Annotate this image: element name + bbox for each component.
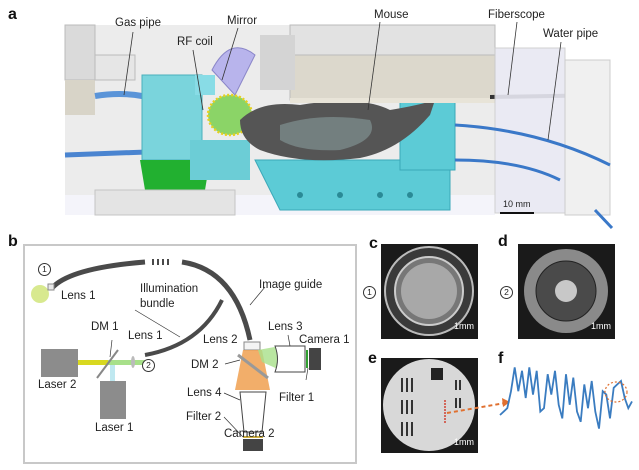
label-camera1: Camera 1 [299, 334, 350, 346]
label-rf-coil: RF coil [177, 36, 213, 48]
label-mirror: Mirror [227, 15, 258, 27]
resolution-target-image: 1mm [381, 358, 478, 453]
left-wall-speckled [65, 80, 95, 115]
mirror-arm [260, 35, 295, 90]
laser-1 [100, 381, 126, 419]
fiberscope-rail [290, 98, 495, 103]
label-dm2: DM 2 [191, 359, 219, 371]
scale-label-a: 10 mm [503, 199, 531, 209]
image-guide-fiber [181, 259, 253, 341]
illumination-spot [31, 285, 49, 303]
fiber-bundle-top [50, 259, 146, 290]
far-right-housing [564, 59, 611, 216]
filter1 [306, 350, 308, 368]
scale-label-d: 1mm [591, 321, 611, 331]
dm1 [96, 349, 119, 379]
intensity-profile-line [499, 367, 633, 429]
label-dm1: DM 1 [91, 321, 119, 333]
scale-label-e: 1mm [454, 437, 474, 447]
panel-letter-f: f [498, 350, 504, 367]
label-fiberscope: Fiberscope [488, 9, 545, 21]
mirror [211, 47, 256, 96]
label-camera2: Camera 2 [224, 428, 275, 440]
label-bundle: bundle [140, 298, 175, 310]
label-mouse: Mouse [374, 9, 409, 21]
label-lens2: Lens 2 [203, 334, 238, 346]
label-illumination: Illumination [140, 283, 199, 295]
water-pipe-exit [593, 208, 614, 230]
dm2 [237, 353, 269, 380]
label-lens1-top: Lens 1 [61, 290, 96, 302]
cyan-beam [110, 365, 115, 381]
lens1-tip [47, 283, 55, 291]
green-beam [108, 360, 146, 365]
yellow-beam [78, 360, 110, 365]
label-laser2: Laser 2 [38, 379, 77, 391]
water-pipe-lower [454, 158, 561, 182]
marker-2: 2 [142, 359, 155, 372]
bottom-mount [94, 189, 236, 216]
illumination-bundle [144, 299, 224, 357]
panel-letter-c: c [369, 235, 378, 252]
label-image-guide: Image guide [259, 279, 323, 291]
gas-pipe [94, 91, 143, 99]
panel-letter-b: b [8, 233, 18, 250]
marker-d: 2 [500, 286, 513, 299]
camera1 [309, 348, 321, 370]
left-wall [64, 24, 96, 81]
label-lens3: Lens 3 [268, 321, 303, 333]
label-lens4: Lens 4 [187, 387, 222, 399]
mouse-inner [280, 116, 372, 151]
fiberscope-end-image: 1mm [518, 244, 615, 339]
highlight-circle [604, 381, 628, 403]
gas-pipe-housing [94, 54, 136, 81]
water-pipe-upper [454, 123, 611, 167]
label-water-pipe: Water pipe [543, 28, 599, 40]
laser-2 [41, 349, 78, 377]
label-laser1: Laser 1 [95, 422, 134, 434]
label-filter1: Filter 1 [279, 392, 315, 404]
panel-letter-d: d [498, 233, 508, 250]
mri-holder-illustration [64, 21, 614, 230]
fiber-break-marks [152, 259, 169, 265]
cyan-bed [254, 159, 451, 211]
label-lens1-bottom: Lens 1 [128, 330, 163, 342]
panel-b-frame [23, 244, 357, 464]
lens1-lower [131, 356, 135, 368]
camera2 [243, 439, 263, 451]
label-filter2: Filter 2 [186, 411, 222, 423]
fiberscope-tip-image: 1mm [381, 244, 478, 339]
cyan-block-left [190, 140, 250, 180]
panel-letter-e: e [368, 350, 377, 367]
lens3 [274, 345, 306, 373]
marker-c: 1 [363, 286, 376, 299]
panel-letter-a: a [8, 6, 17, 23]
filter2 [243, 436, 263, 438]
scale-label-c: 1mm [454, 321, 474, 331]
label-gas-pipe: Gas pipe [115, 17, 162, 29]
lens4 [239, 391, 267, 433]
green-beam-out [258, 346, 280, 370]
marker-1: 1 [38, 263, 51, 276]
